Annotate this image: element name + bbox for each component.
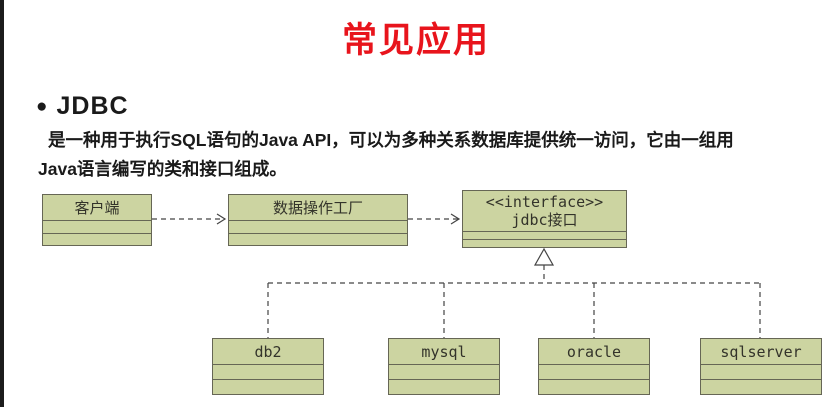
uml-compartment	[389, 364, 499, 379]
uml-compartment	[463, 231, 626, 239]
section-heading-text: JDBC	[56, 92, 129, 120]
uml-compartment	[213, 364, 323, 379]
uml-interface-label: jdbc接口	[511, 211, 578, 229]
uml-compartment	[539, 379, 649, 394]
uml-box-db2-title: db2	[213, 339, 323, 364]
uml-box-oracle: oracle	[538, 338, 650, 395]
jdbc-description: 是一种用于执行SQL语句的Java API，可以为多种关系数据库提供统一访问，它…	[38, 126, 808, 184]
uml-compartment	[229, 220, 407, 233]
bullet-icon: ●	[36, 96, 48, 117]
arrowhead-interface	[450, 213, 461, 225]
uml-box-interface: <<interface>> jdbc接口	[462, 190, 627, 248]
uml-box-sqlserver-label: sqlserver	[720, 342, 802, 361]
uml-interface-stereotype: <<interface>>	[485, 193, 604, 211]
uml-box-oracle-title: oracle	[539, 339, 649, 364]
uml-box-client-label: 客户端	[74, 198, 120, 217]
realization-triangle-icon	[533, 247, 555, 266]
uml-box-client: 客户端	[42, 194, 152, 246]
page-title: 常见应用	[341, 21, 490, 60]
uml-compartment	[43, 232, 151, 246]
uml-compartment	[701, 379, 821, 394]
uml-compartment	[389, 379, 499, 394]
uml-box-sqlserver-title: sqlserver	[701, 339, 821, 364]
uml-box-db2: db2	[212, 338, 324, 395]
uml-box-db2-label: db2	[254, 342, 282, 361]
uml-compartment	[701, 364, 821, 379]
uml-compartment	[539, 364, 649, 379]
uml-compartment	[229, 232, 407, 246]
uml-box-sqlserver: sqlserver	[700, 338, 822, 395]
jdbc-section-heading: ● JDBC	[36, 92, 129, 121]
arrowhead-factory	[216, 213, 227, 225]
uml-box-oracle-label: oracle	[566, 342, 622, 361]
uml-compartment	[213, 379, 323, 394]
uml-box-factory-label: 数据操作工厂	[272, 198, 363, 217]
uml-box-mysql-label: mysql	[421, 342, 467, 361]
uml-box-factory: 数据操作工厂	[228, 194, 408, 246]
screen-edge-strip	[0, 0, 4, 407]
uml-compartment	[463, 239, 626, 247]
description-line-1: 是一种用于执行SQL语句的Java API，可以为多种关系数据库提供统一访问，它…	[48, 130, 734, 150]
uml-box-mysql: mysql	[388, 338, 500, 395]
uml-compartment	[43, 220, 151, 233]
uml-box-interface-title: <<interface>> jdbc接口	[463, 191, 626, 231]
uml-box-client-title: 客户端	[43, 195, 151, 220]
uml-box-mysql-title: mysql	[389, 339, 499, 364]
uml-box-factory-title: 数据操作工厂	[229, 195, 407, 220]
description-line-2: Java语言编写的类和接口组成。	[38, 159, 287, 179]
